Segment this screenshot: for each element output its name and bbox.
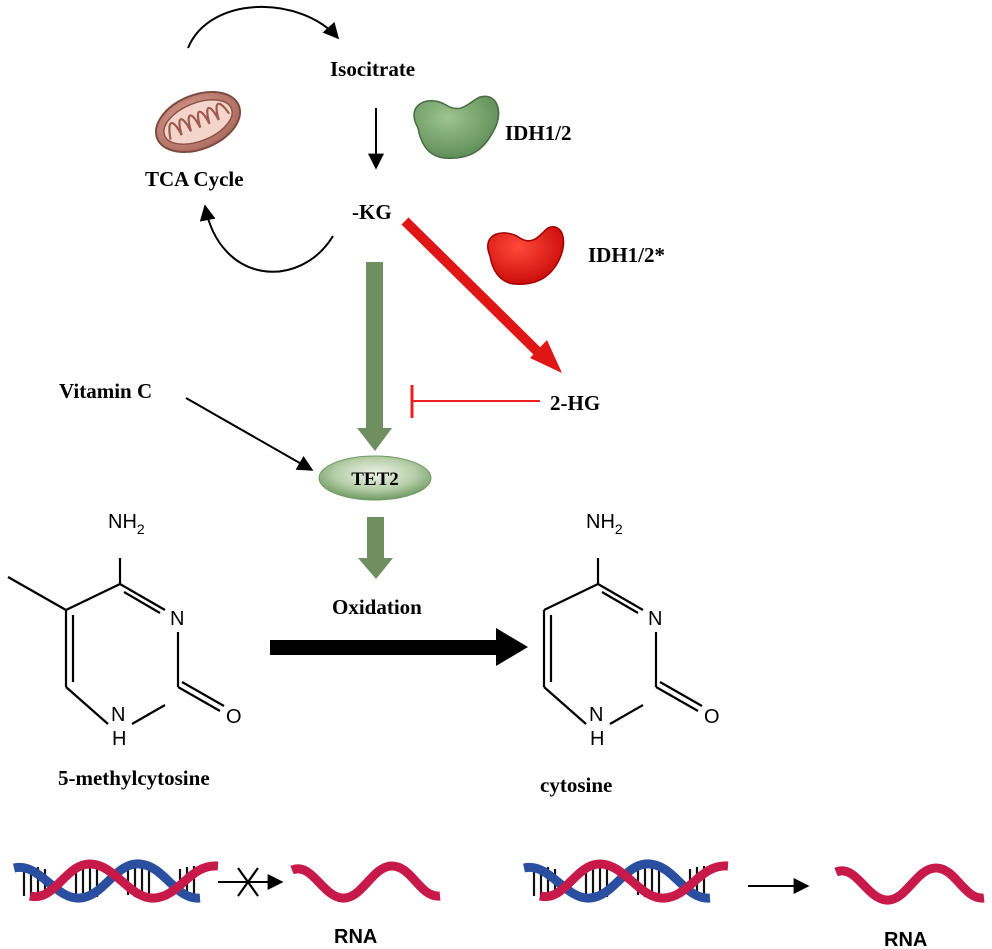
dna-double-helix-icon xyxy=(522,859,729,903)
5-methylcytosine-label: 5-methylcytosine xyxy=(58,766,210,790)
tca-cycle-arrows xyxy=(187,5,340,273)
rna-right-label: RNA xyxy=(884,929,927,949)
akg-to-tet2-arrow xyxy=(357,262,392,451)
svg-text:O: O xyxy=(226,706,242,728)
idh-wildtype-enzyme-icon xyxy=(413,95,500,159)
5-methylcytosine-atoms: NH2 N N H O xyxy=(108,511,242,750)
svg-text:N: N xyxy=(111,704,125,726)
akg-to-2hg-arrow xyxy=(401,217,562,373)
idh-mutant-label: IDH1/2* xyxy=(588,243,665,267)
svg-text:NH2: NH2 xyxy=(586,511,623,537)
vitamin-c-to-tet2-arrow xyxy=(185,397,314,471)
cytosine-atoms: NH2 N N H O xyxy=(586,511,720,750)
idh-mutant-enzyme-icon xyxy=(487,226,565,285)
oxidation-label: Oxidation xyxy=(332,595,422,619)
tet2-to-oxidation-arrow xyxy=(358,517,393,579)
svg-text:H: H xyxy=(590,728,604,750)
2hg-label: 2-HG xyxy=(550,391,600,415)
mitochondrion-icon xyxy=(154,91,242,153)
idh-wildtype-label: IDH1/2 xyxy=(505,121,572,145)
conversion-arrow xyxy=(270,628,528,666)
svg-text:N: N xyxy=(589,704,603,726)
dna-double-helix-icon xyxy=(12,859,219,903)
svg-text:H: H xyxy=(112,728,126,750)
vitamin-c-label: Vitamin C xyxy=(59,379,152,403)
akg-label: -KG xyxy=(352,200,392,224)
2hg-inhibition-line xyxy=(410,385,540,418)
5-methylcytosine-structure xyxy=(7,558,225,725)
blocked-cross-icon xyxy=(237,867,259,897)
tet2-node xyxy=(318,455,432,501)
tet2-label: TET2 xyxy=(351,469,399,490)
rna-strand-icon xyxy=(290,861,441,903)
tca-cycle-label: TCA Cycle xyxy=(145,167,244,191)
rna-strand-icon xyxy=(834,863,985,905)
isocitrate-label: Isocitrate xyxy=(330,57,415,81)
cytosine-structure xyxy=(542,558,703,725)
svg-text:NH2: NH2 xyxy=(108,511,145,537)
blocked-transcription-arrow xyxy=(218,867,284,897)
svg-text:O: O xyxy=(704,706,720,728)
svg-text:N: N xyxy=(170,608,184,630)
rna-left-label: RNA xyxy=(334,926,377,948)
svg-text:N: N xyxy=(648,608,662,630)
cytosine-label: cytosine xyxy=(540,773,612,797)
